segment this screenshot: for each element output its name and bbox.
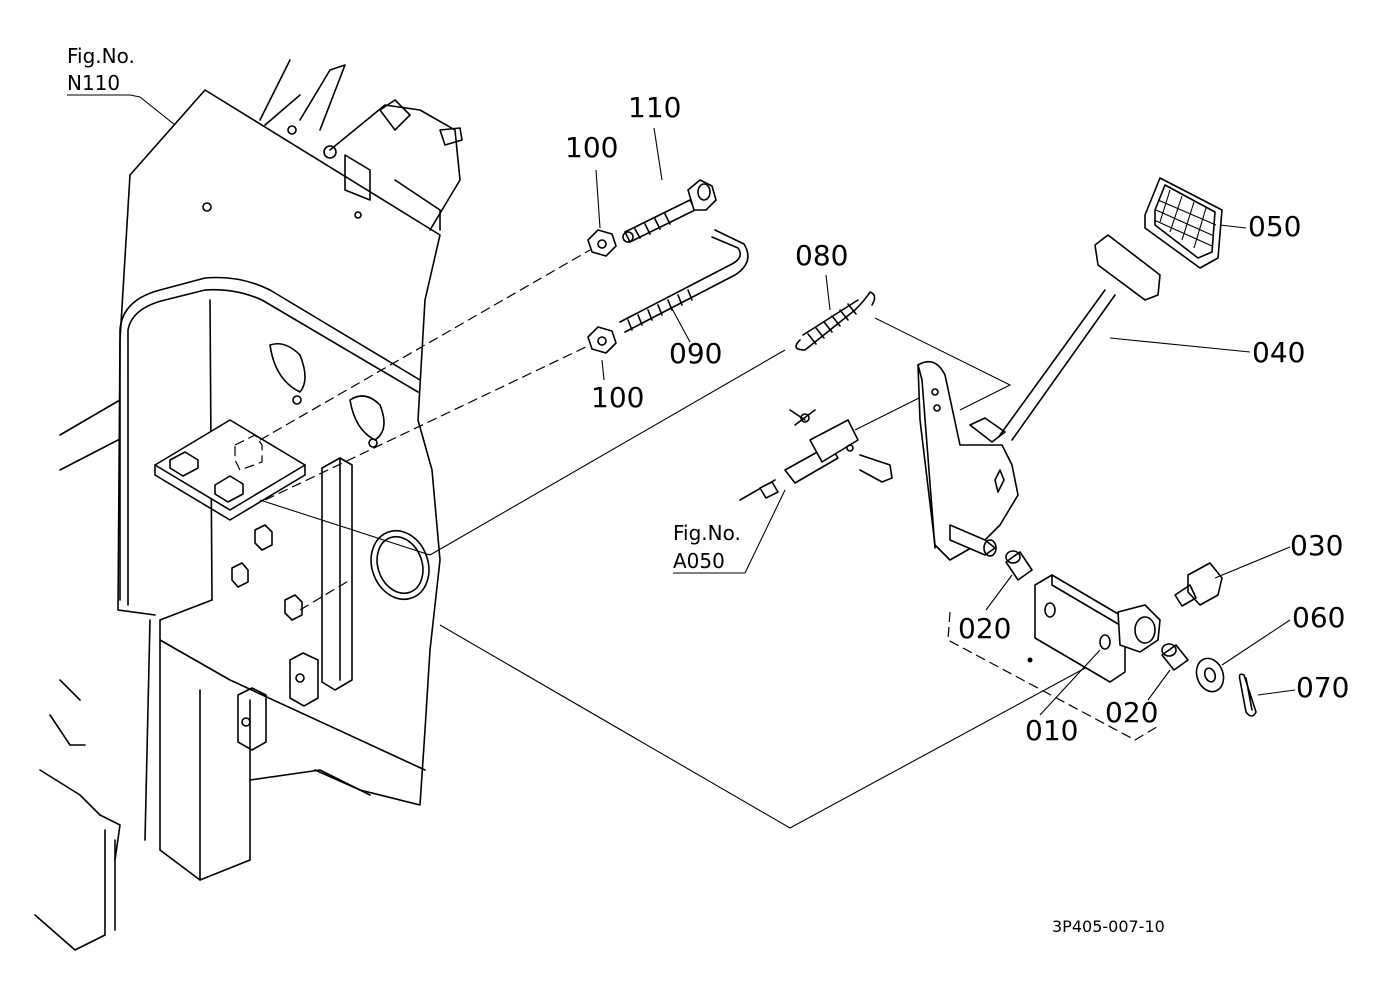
callout-060: 060 [1292, 601, 1345, 634]
part-110-bolt [622, 179, 717, 243]
linkage-assembly [739, 409, 893, 501]
callout-050: 050 [1248, 210, 1301, 243]
part-060-washer [1195, 657, 1225, 693]
callout-080: 080 [795, 239, 848, 272]
part-010-bracket [947, 574, 1161, 741]
assembly-leader-lines [259, 249, 1101, 829]
callout-070: 070 [1296, 671, 1349, 704]
callout-leaders [67, 94, 1296, 716]
drawing-number: 3P405-007-10 [1052, 917, 1165, 936]
frame-ref-title: Fig.No. [67, 44, 135, 68]
part-090-j-rod [619, 229, 749, 333]
linkage-ref-title: Fig.No. [673, 521, 741, 545]
callout-100-lower: 100 [591, 381, 644, 414]
frame-assembly [34, 59, 463, 951]
frame-ref-code: N110 [67, 71, 120, 95]
part-020-bushing-upper [1005, 550, 1033, 581]
linkage-ref-code: A050 [673, 549, 725, 573]
part-020-bushing-lower [1161, 643, 1189, 671]
callout-110: 110 [628, 91, 681, 124]
callout-020-upper: 020 [958, 612, 1011, 645]
callout-020-lower: 020 [1105, 696, 1158, 729]
part-050-pedal-pad [1144, 177, 1223, 269]
part-030-bolt [1174, 562, 1223, 607]
part-040-pedal-arm [917, 234, 1161, 561]
part-070-cotter-pin [1238, 673, 1257, 717]
callout-090: 090 [669, 337, 722, 370]
callout-010: 010 [1025, 714, 1078, 747]
part-100-nut-upper [587, 229, 617, 257]
callout-100-upper: 100 [565, 131, 618, 164]
part-100-nut-lower [587, 326, 617, 354]
callout-030: 030 [1290, 529, 1343, 562]
part-080-spring [795, 291, 876, 351]
callout-040: 040 [1252, 336, 1305, 369]
